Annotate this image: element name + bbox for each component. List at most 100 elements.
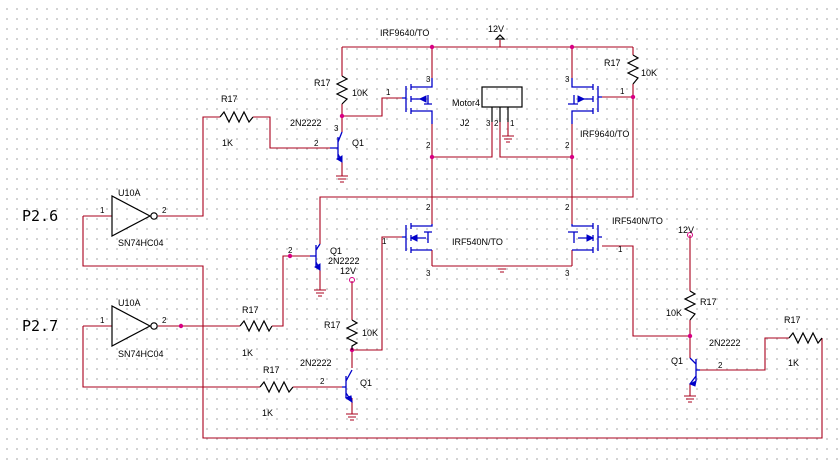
r17-base-d-ref: R17	[784, 315, 801, 325]
pin-label: 2	[565, 141, 570, 150]
r17-base-b-value: 1K	[242, 348, 253, 358]
pin-label: 3	[565, 269, 570, 278]
junction-dot	[287, 253, 293, 259]
wire-motor-left	[432, 122, 493, 158]
ground-icon	[496, 265, 508, 273]
npn-transistor-icon	[688, 357, 700, 387]
wire-br-gate	[602, 245, 690, 337]
vcc-12v-top-icon	[494, 34, 506, 40]
motor-connector: Motor4 J2 3 2 1	[452, 86, 523, 128]
pin-label: 1	[620, 87, 625, 96]
npn-transistor-icon	[342, 369, 353, 404]
port-label-p27: P2.7	[22, 317, 58, 335]
q1b-ref: Q1	[330, 246, 342, 256]
pin-label: 3	[486, 119, 491, 128]
resistor-pull-rt-icon	[683, 290, 697, 321]
pmos-transistor-icon	[568, 78, 602, 124]
junction-dot	[687, 333, 693, 339]
mosfets: IRF9640/TO 1 3 2 IRF9640/TO 1 3 2 IRF540…	[380, 28, 663, 278]
motor-connector-icon	[481, 86, 523, 108]
mosfet-bl-part: IRF540N/TO	[452, 237, 503, 247]
r17-pull-mid-value: 10K	[362, 328, 378, 338]
pin-label: 1	[382, 237, 387, 246]
r17-pull-tr-ref: R17	[604, 58, 621, 68]
rail-label-12v-top: 12V	[488, 24, 504, 34]
r17-base-a-ref: R17	[221, 94, 238, 104]
motor-ref: J2	[460, 118, 470, 128]
mosfet-tr-part: IRF9640/TO	[580, 129, 629, 139]
r17-base-d-value: 1K	[788, 358, 799, 368]
resistor-base-b-icon	[239, 319, 273, 333]
q1c-part: 2N2222	[300, 358, 332, 368]
q1a-part: 2N2222	[290, 118, 322, 128]
resistor-pull-mid-icon	[345, 319, 359, 350]
r17-base-c-value: 1K	[262, 408, 273, 418]
wire-p27-to-q1c	[82, 326, 260, 388]
resistor-base-d-icon	[788, 331, 823, 345]
r17-pull-tr-value: 10K	[641, 68, 657, 78]
u10a-bot-ref: U10A	[118, 298, 141, 308]
npn-transistor-icon	[310, 243, 321, 271]
junction-dot	[429, 154, 435, 160]
npn-transistor-icon	[330, 131, 343, 163]
pin-label: 2	[162, 206, 167, 215]
pin-label: 2	[288, 246, 293, 255]
pin-label: 2	[320, 377, 325, 386]
u10a-top-part: SN74HC04	[118, 238, 164, 248]
inverters: U10A SN74HC04 1 2 U10A SN74HC04 1 2 P2.6…	[22, 188, 167, 359]
wire-u10a-top-out	[158, 116, 220, 217]
r17-base-c-ref: R17	[263, 365, 280, 375]
resistor-base-c-icon	[259, 380, 294, 394]
ground-icon	[346, 413, 358, 421]
r17-pull-tl-ref: R17	[314, 78, 331, 88]
ground-icon	[684, 395, 696, 403]
u10a-top-ref: U10A	[118, 188, 141, 198]
vcc-12v-right-icon	[687, 232, 693, 238]
inverter-bottom-icon	[111, 305, 158, 347]
resistor-pull-tr-icon	[626, 54, 640, 85]
pin-label: 2	[162, 316, 167, 325]
pin-label: 2	[314, 139, 319, 148]
ground-icon	[502, 135, 514, 143]
pin-label: 2	[718, 361, 723, 370]
ground-icon	[314, 289, 326, 297]
nmos-transistor-icon	[402, 223, 433, 253]
junction-dot	[569, 44, 575, 50]
power-symbols: 12V 12V 12V	[314, 24, 696, 421]
junction-dot	[630, 94, 636, 100]
pin-label: 1	[618, 245, 623, 254]
motor-name: Motor4	[452, 98, 480, 108]
pin-label: 1	[386, 88, 391, 97]
mosfet-br-part: IRF540N/TO	[612, 216, 663, 226]
resistor-base-a-icon	[219, 110, 254, 124]
resistors: R17 10K R17 10K R17 10K R17 10K R17 1K R…	[219, 54, 823, 418]
pin-label: 2	[494, 119, 499, 128]
r17-pull-rt-value: 10K	[666, 308, 682, 318]
mosfet-tl-part: IRF9640/TO	[380, 28, 429, 38]
u10a-bot-part: SN74HC04	[118, 349, 164, 359]
junctions	[178, 44, 693, 353]
pin-label: 1	[100, 316, 105, 325]
ground-icon	[336, 175, 348, 183]
inverter-top-icon	[111, 195, 158, 237]
pin-label: 2	[426, 203, 431, 212]
wire-tr-gate	[319, 96, 634, 244]
vcc-12v-mid-icon	[349, 277, 355, 283]
wire-r17-b-to-q1b	[272, 255, 310, 327]
q1a-ref: Q1	[352, 138, 364, 148]
q1d-ref: Q1	[671, 356, 683, 366]
pin-label: 2	[426, 141, 431, 150]
pin-label: 1	[100, 206, 105, 215]
wire-p26-to-right-q1	[82, 216, 823, 439]
wire-r17-d-to-q1d	[700, 337, 789, 371]
port-label-p26: P2.6	[22, 207, 58, 225]
pin-label: 1	[510, 119, 515, 128]
wire-motor-right	[499, 122, 572, 158]
pin-label: 3	[334, 124, 339, 133]
resistor-pull-tl-icon	[335, 75, 349, 105]
junction-dot	[429, 44, 435, 50]
r17-base-b-ref: R17	[242, 305, 259, 315]
pin-label: 3	[565, 75, 570, 84]
rail-label-12v-mid: 12V	[340, 266, 356, 276]
